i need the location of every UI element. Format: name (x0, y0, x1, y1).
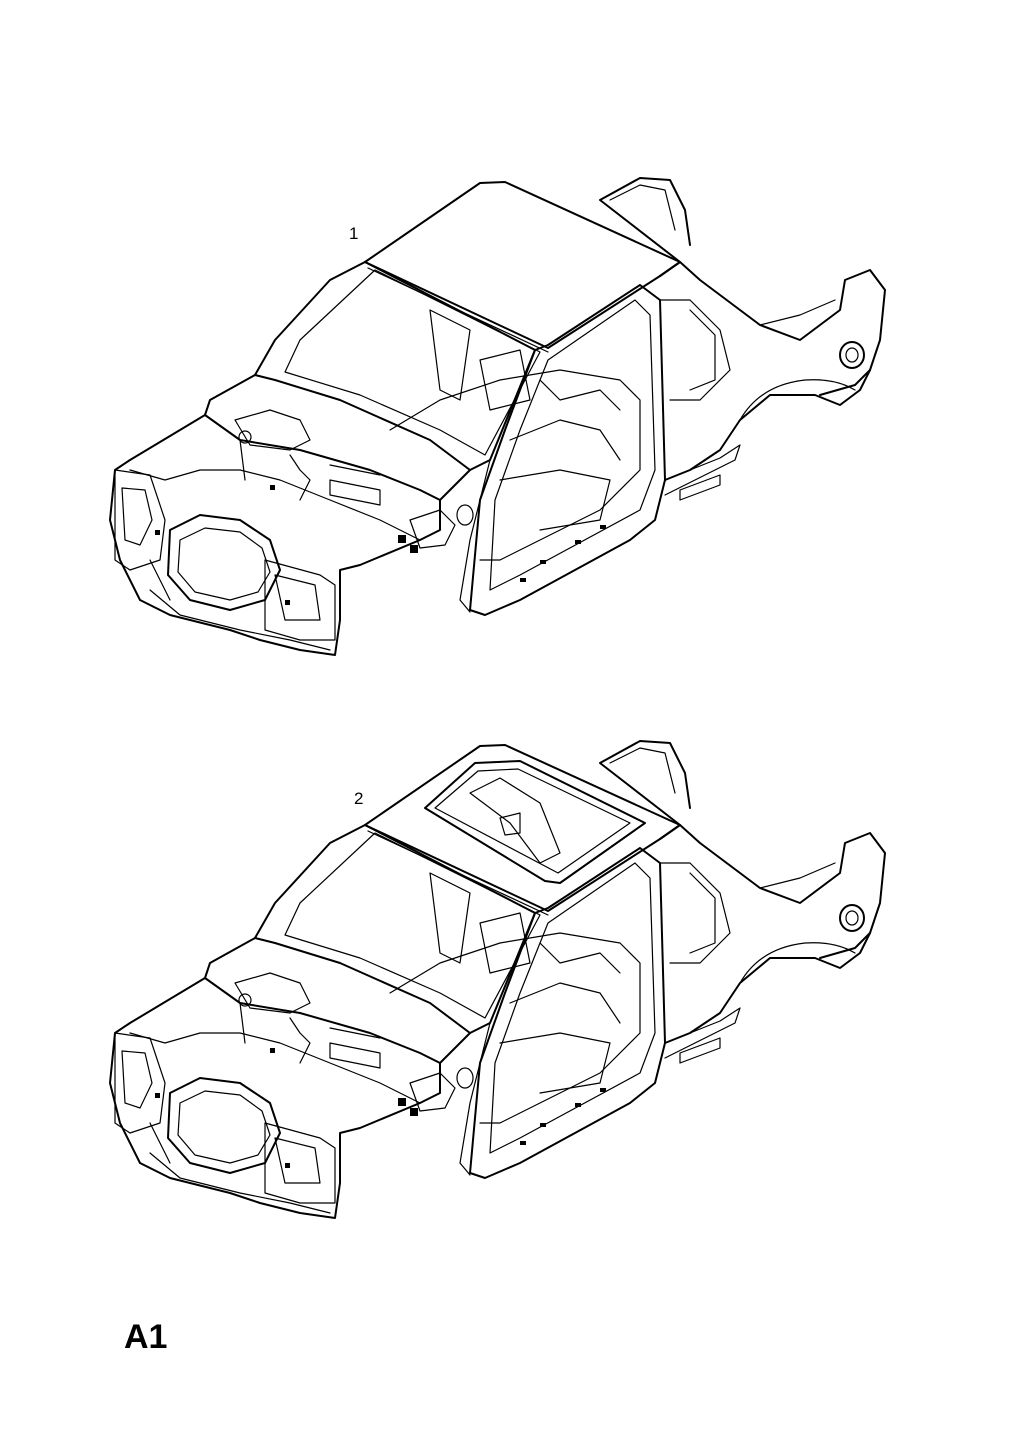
body-shell-1-outline (109, 177, 886, 656)
callout-number-2: 2 (354, 789, 364, 808)
body-shell-illustration-1 (109, 177, 886, 656)
page-label: A1 (124, 1318, 168, 1356)
body-shell-2-outline (109, 740, 886, 1219)
body-shell-illustration-2 (109, 740, 886, 1219)
callout-number-1: 1 (349, 224, 359, 243)
